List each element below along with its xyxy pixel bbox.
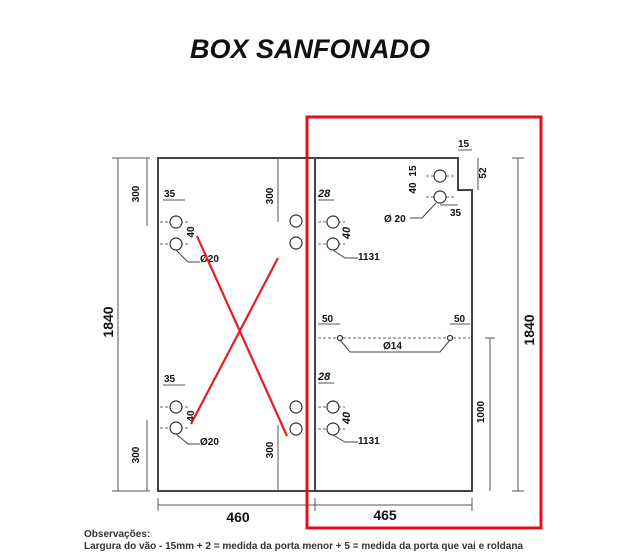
highlight-box [305,115,543,530]
hole-icon [433,169,447,183]
left-35-top: 35 [164,189,176,200]
right-height-dimension: 1840 [512,157,537,492]
left-height-dimension: 1840 [100,157,150,492]
corner-52: 52 [478,167,489,179]
corner-15-top: 15 [458,139,470,150]
right-top-hole-group: 28 40 1131 [317,188,380,263]
hole-icon [433,190,447,204]
hole-icon [326,215,340,229]
hinge-holes [289,214,303,436]
offset-dimensions: 300 300 300 300 [131,158,279,491]
hole-icon [289,400,303,414]
hole-icon [289,214,303,228]
right-1000: 1000 [476,400,487,423]
mid-d14: Ø14 [383,341,402,352]
left-d20-top: Ø20 [200,254,219,265]
rail-hole-icon [336,334,344,342]
corner-15-side: 15 [408,165,419,177]
hole-icon [326,422,340,436]
hole-icon [169,215,183,229]
height-label-right: 1840 [521,314,537,345]
right-bottom-hole-group: 28 40 1131 [317,371,380,447]
corner-35: 35 [450,208,462,219]
hole-icon [326,237,340,251]
offset-300-top-left: 300 [131,185,142,202]
left-d20-bottom: Ø20 [200,437,219,448]
offset-300-bottom-mid: 300 [265,441,276,458]
right-28-bottom: 28 [317,371,331,383]
left-35-bottom: 35 [164,374,176,385]
hole-icon [289,422,303,436]
middle-rail-detail: 50 50 Ø14 [318,314,470,353]
offset-300-top-mid: 300 [265,187,276,204]
left-40-bottom: 40 [186,410,197,422]
right-1000-dimension: 1000 [476,337,495,491]
hole-icon [326,400,340,414]
right-28-top: 28 [317,188,331,200]
right-40-top: 40 [341,226,353,240]
left-top-hole-group: 35 40 Ø20 [160,189,219,265]
hole-icon [169,400,183,414]
rail-hole-icon [446,334,454,342]
hole-icon [169,421,183,435]
width-label-left: 460 [226,509,250,525]
notes-text: Largura do vão - 15mm + 2 = medida da po… [84,541,523,552]
red-cross-mark [190,235,289,437]
panels [157,157,473,492]
width-dimensions: 460 465 [157,498,473,525]
corner-40: 40 [408,182,419,194]
left-40-top: 40 [186,226,197,238]
height-label-left: 1840 [100,306,116,337]
drawing-title: BOX SANFONADO [190,34,430,64]
right-panel [314,157,473,492]
offset-300-bottom-left: 300 [131,446,142,463]
hole-icon [289,236,303,250]
width-label-right: 465 [373,507,397,523]
left-bottom-hole-group: 35 40 Ø20 [160,374,219,448]
right-40-bottom: 40 [341,411,353,425]
right-1131-top: 1131 [358,252,380,263]
notes-heading: Observações: [84,529,150,540]
hole-icon [169,237,183,251]
right-1131-bottom: 1131 [358,436,380,447]
corner-notch-detail: 15 52 15 40 35 Ø 20 [384,139,489,225]
mid-50-right: 50 [454,314,466,325]
corner-d20: Ø 20 [384,214,406,225]
mid-50-left: 50 [322,314,334,325]
